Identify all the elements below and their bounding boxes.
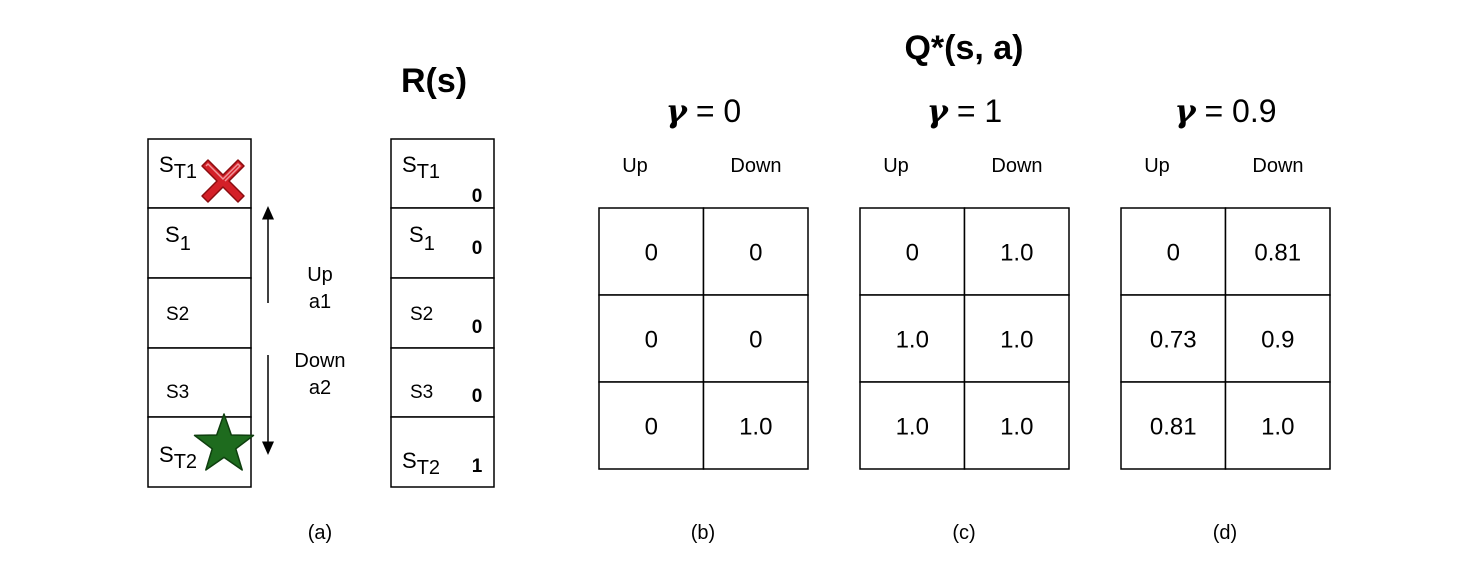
q-value: 0: [645, 414, 658, 441]
caption-d: (d): [1213, 522, 1237, 544]
column-header-up: Up: [622, 155, 648, 177]
reward-cell-s2: [390, 277, 495, 349]
q-value: 1.0: [1000, 240, 1033, 267]
column-header-up: Up: [1144, 155, 1170, 177]
q-value: 0: [749, 327, 762, 354]
caption-a: (a): [308, 522, 332, 544]
reward-state-label-s1: S1: [409, 222, 435, 255]
down-label: Down: [294, 350, 345, 372]
column-header-down: Down: [1252, 155, 1303, 177]
q-cell: [598, 294, 705, 383]
reward-cell-s1: [390, 207, 495, 279]
q-value: 0.81: [1254, 240, 1301, 267]
q-cell: [963, 207, 1070, 296]
q-cell: [859, 294, 966, 383]
grid-cell-s1: [147, 207, 252, 279]
gamma-label-b: γ = 0: [666, 92, 741, 130]
red-x-icon: [201, 159, 245, 203]
q-value: 0: [1167, 240, 1180, 267]
q-table-d: γ = 0.9Up Down 0 0.81 0.73 0.9 0.81 1.0: [1120, 92, 1331, 470]
q-cell: [598, 381, 705, 470]
q-cell: [1224, 381, 1331, 470]
captions: (a) (b) (c) (d): [308, 522, 1237, 544]
action-arrows: Up a1 Down a2: [262, 206, 346, 455]
q-value: 0: [645, 240, 658, 267]
reward-state-label-s2: S2: [410, 304, 433, 325]
q-value: 0: [749, 240, 762, 267]
q-cell: [1120, 381, 1227, 470]
state-label-st2: ST2: [159, 442, 197, 473]
state-label-s3: S3: [166, 382, 189, 403]
reward-value-s3: 0: [472, 386, 483, 407]
reward-state-label-st2: ST2: [402, 448, 440, 479]
reward-column: R(s) ST1 S1 S2 S3 ST2 0 0 0 0 1: [390, 62, 495, 488]
reward-cell-s3: [390, 347, 495, 418]
column-header-up: Up: [883, 155, 909, 177]
gamma-label-c: γ = 1: [927, 92, 1002, 130]
q-value: 0.81: [1150, 414, 1197, 441]
column-header-down: Down: [991, 155, 1042, 177]
q-value: 0: [906, 240, 919, 267]
q-table-c: γ = 1 Up Down 0 1.0 1.0 1.0 1.0 1.0: [859, 92, 1070, 470]
caption-b: (b): [691, 522, 715, 544]
q-cell: [702, 207, 809, 296]
state-label-s2: S2: [166, 304, 189, 325]
q-value: 0.73: [1150, 327, 1197, 354]
q-cell: [702, 294, 809, 383]
grid-cell-s3: [147, 347, 252, 418]
reward-cell-st1: [390, 138, 495, 209]
state-label-s1: S1: [165, 222, 191, 255]
q-cell: [859, 381, 966, 470]
gamma-label-d: γ = 0.9: [1174, 92, 1276, 130]
column-header-down: Down: [730, 155, 781, 177]
q-cell: [1224, 294, 1331, 383]
reward-value-st1: 0: [472, 186, 483, 207]
reward-value-st2: 1: [472, 456, 483, 477]
q-cell: [598, 207, 705, 296]
q-value: 0: [645, 327, 658, 354]
reward-value-s2: 0: [472, 317, 483, 338]
reward-value-s1: 0: [472, 238, 483, 259]
q-value: 1.0: [896, 327, 929, 354]
reward-cell-st2: [390, 416, 495, 488]
up-action-label: a1: [309, 291, 331, 313]
q-value: 0.9: [1261, 327, 1294, 354]
q-value: 1.0: [1000, 327, 1033, 354]
q-title: Q*(s, a): [904, 29, 1023, 67]
reward-state-label-st1: ST1: [402, 152, 440, 183]
q-cell: [702, 381, 809, 470]
state-label-st1: ST1: [159, 152, 197, 183]
reward-title: R(s): [401, 62, 467, 100]
q-cell: [963, 381, 1070, 470]
grid-world: ST1 S1 S2 S3 ST2: [147, 138, 255, 488]
q-value: 1.0: [1261, 414, 1294, 441]
q-value: 1.0: [896, 414, 929, 441]
grid-cell-s2: [147, 277, 252, 349]
down-action-label: a2: [309, 377, 331, 399]
q-table-b: γ = 0 Up Down 0 0 0 0 0 1.0: [598, 92, 809, 470]
q-value: 1.0: [739, 414, 772, 441]
caption-c: (c): [952, 522, 975, 544]
up-label: Up: [307, 264, 333, 286]
green-star-icon: [193, 413, 255, 471]
reward-state-label-s3: S3: [410, 382, 433, 403]
q-tables: γ = 0 Up Down 0 0 0 0 0 1.0 γ = 1 Up Down 0 1.0 1.0 1.0…: [598, 92, 1331, 470]
q-value: 1.0: [1000, 414, 1033, 441]
q-cell: [963, 294, 1070, 383]
